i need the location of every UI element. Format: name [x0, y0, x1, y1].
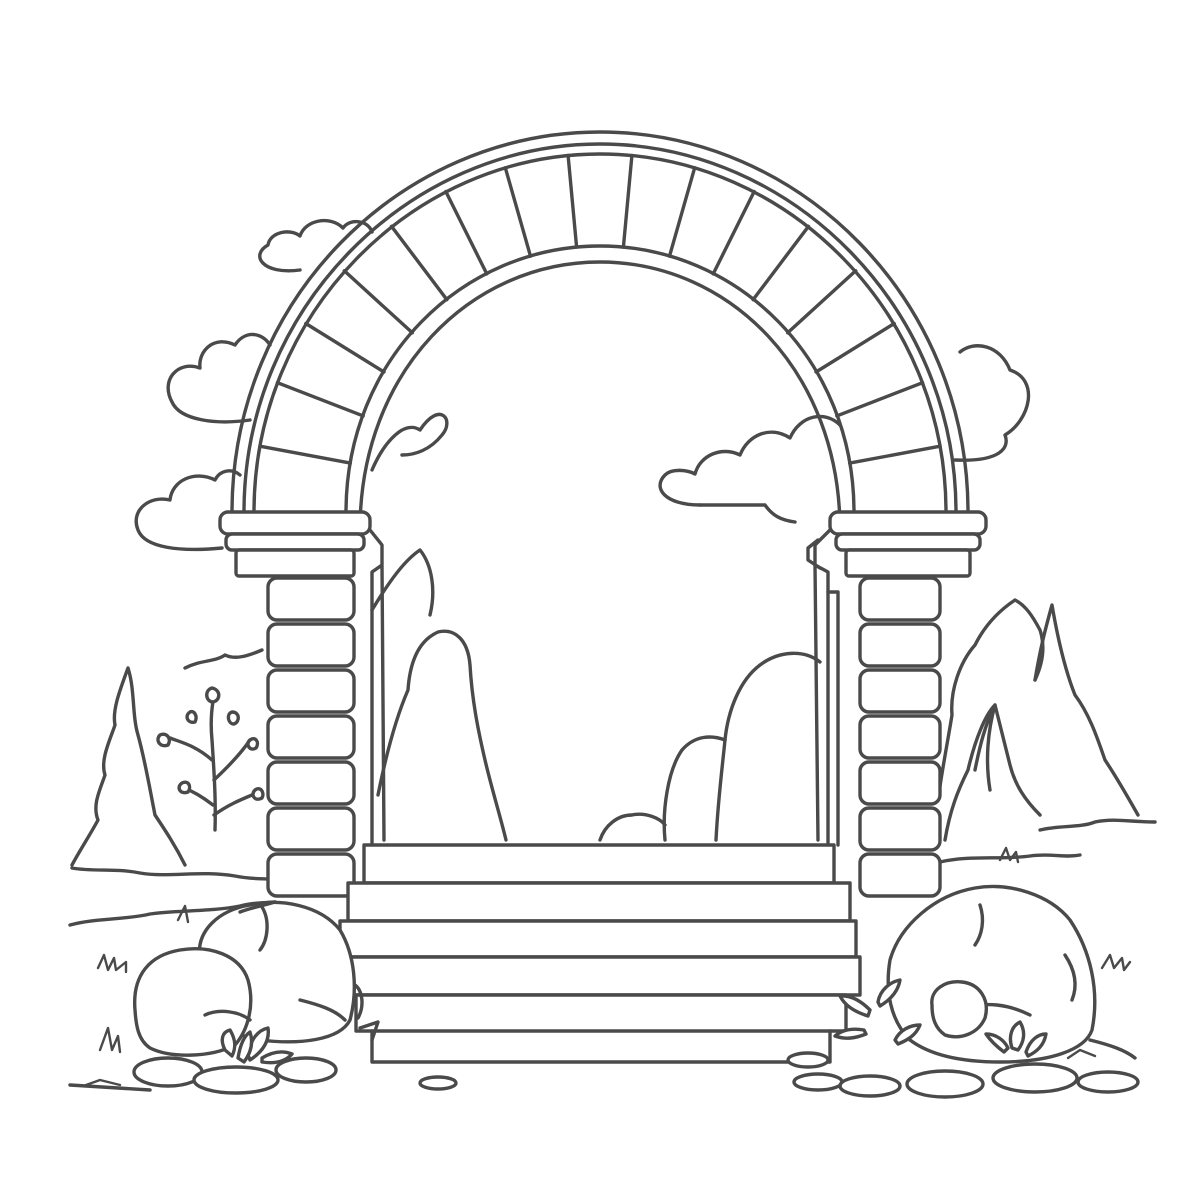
- pillar-block: [858, 668, 942, 714]
- voussoir-joint: [751, 224, 811, 302]
- pillar-block: [858, 806, 942, 852]
- arch-voussoir-stones: [258, 153, 942, 465]
- hill-left-far: [183, 648, 264, 670]
- pillar-right: [858, 576, 942, 898]
- step-4: [338, 955, 862, 997]
- step-2: [346, 881, 852, 923]
- arch-voussoir-inner: [344, 244, 856, 514]
- step-1: [362, 843, 836, 885]
- pillar-block: [858, 760, 942, 806]
- return-right: [813, 528, 832, 847]
- voussoir-joint: [503, 166, 533, 258]
- cloud-left-inner: [370, 412, 449, 472]
- cloud-left-middle: [166, 332, 272, 424]
- background-landscape: [68, 598, 1157, 927]
- pillar-block: [266, 576, 356, 622]
- voussoir-joint: [667, 166, 697, 258]
- voussoir-joint: [566, 153, 579, 249]
- mountain-right-large: [936, 598, 1045, 802]
- rock-right-small: [930, 980, 988, 1039]
- cloud-left-lower: [134, 469, 242, 552]
- cloud-inner-right: [658, 414, 842, 507]
- return-right-lines: [806, 538, 840, 847]
- inner-bushes: [370, 548, 822, 842]
- rock-left-small: [133, 947, 253, 1057]
- pillar-block: [858, 622, 942, 668]
- pillar-block: [858, 576, 942, 622]
- pillar-block: [858, 714, 942, 760]
- foreground-left: [84, 900, 458, 1095]
- voussoir-joint: [389, 224, 449, 302]
- voussoir-joint: [835, 381, 925, 418]
- pillar-block: [266, 852, 356, 898]
- ground-right-back: [1038, 818, 1157, 832]
- stairs: [338, 843, 862, 1064]
- stone-arch: [218, 130, 988, 898]
- mountain-right-inner: [973, 703, 997, 792]
- bush-inner-left-back: [370, 548, 435, 617]
- capital-right: [828, 510, 988, 578]
- return-left: [368, 528, 386, 847]
- arch-inner-rim: [358, 260, 842, 532]
- voussoir-joint: [621, 153, 634, 249]
- voussoir-joint: [304, 321, 386, 374]
- mountain-right-front: [943, 703, 1042, 842]
- cloud-left-upper: [258, 218, 374, 273]
- pillar-block: [266, 760, 356, 806]
- ground-front-right: [1088, 1038, 1137, 1060]
- pillar-block: [266, 714, 356, 760]
- pillar-block: [266, 806, 356, 852]
- background-clouds: [134, 218, 1031, 552]
- arch-voussoir-outer: [252, 152, 948, 514]
- foreground-right: [786, 846, 1140, 1099]
- pillar-block: [858, 852, 942, 898]
- voussoir-joint: [814, 321, 896, 374]
- bush-inner-right-mid: [714, 738, 727, 842]
- ground-front-left: [68, 900, 277, 1092]
- bush-inner-left: [376, 629, 508, 842]
- voussoir-joint: [848, 444, 942, 465]
- voussoir-joint: [342, 269, 414, 335]
- voussoir-joint: [275, 381, 365, 418]
- mountain-right-peak: [1033, 603, 1140, 817]
- bush-inner-right: [662, 651, 822, 842]
- pillar-block: [266, 668, 356, 714]
- ground-left-back: [70, 866, 277, 882]
- capital-left: [218, 510, 372, 578]
- voussoir-joint: [786, 269, 858, 335]
- pillar-block: [266, 622, 356, 668]
- step-6-base: [370, 1029, 832, 1064]
- arch-outer-band: [242, 142, 958, 514]
- bush-inner-right-low: [598, 812, 667, 842]
- voussoir-joint: [444, 189, 489, 276]
- pillar-left: [266, 576, 356, 898]
- cloud-inner-right-tail: [698, 503, 797, 524]
- voussoir-joint: [711, 189, 756, 276]
- step-3: [338, 919, 858, 959]
- step-5: [354, 993, 848, 1033]
- voussoir-joint: [258, 444, 352, 465]
- hill-left: [70, 666, 187, 867]
- ground-right-mid: [938, 853, 1082, 864]
- arch-outer-rim: [230, 130, 970, 514]
- cloud-right-upper: [953, 344, 1031, 462]
- sapling-left: [156, 686, 265, 832]
